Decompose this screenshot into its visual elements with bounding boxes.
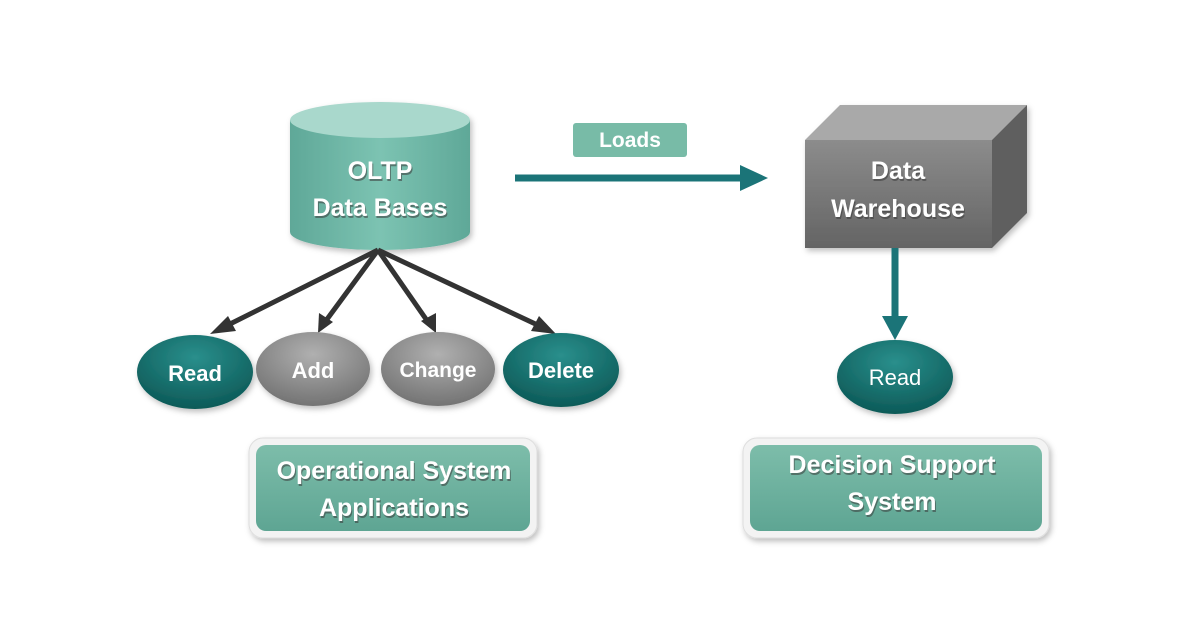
- warehouse-label-line2-shadow: Warehouse: [832, 197, 966, 225]
- decision-support-box: [742, 437, 1050, 539]
- oltp-label-line1-shadow: OLTP: [349, 159, 414, 187]
- oltp-label-line1: OLTP: [348, 157, 413, 185]
- warehouse-label-line1-shadow: Data: [872, 159, 927, 187]
- oltp-label-line2-shadow: Data Bases: [314, 196, 449, 224]
- operation-add-label: Add: [292, 358, 335, 383]
- warehouse-read: [837, 340, 953, 414]
- operation-delete-label: Delete: [528, 358, 594, 383]
- decision-box-line1: Decision Support: [789, 451, 997, 479]
- decision-box-line2-shadow: System: [849, 490, 938, 518]
- decision-box-line2: System: [848, 488, 937, 516]
- operation-add: [256, 332, 370, 406]
- oltp-database-cylinder: [290, 102, 470, 250]
- operational-box-line1-shadow: Operational System: [278, 459, 513, 487]
- operational-box-line1: Operational System: [277, 457, 512, 485]
- loads-label: Loads: [599, 129, 661, 152]
- operational-box-line2: Applications: [319, 494, 469, 522]
- operational-system-box: [248, 437, 538, 539]
- warehouse-label-line1: Data: [871, 157, 926, 185]
- decision-box-line1-shadow: Decision Support: [790, 453, 998, 481]
- operation-change: [381, 332, 495, 406]
- loads-label-box: [573, 123, 687, 157]
- operation-read: [137, 335, 253, 409]
- warehouse-label-line2: Warehouse: [831, 195, 965, 223]
- operation-delete: [503, 333, 619, 407]
- warehouse-to-read-arrow: [882, 248, 908, 340]
- oltp-to-operations-arrows: [210, 247, 556, 334]
- warehouse-read-label: Read: [869, 365, 922, 390]
- data-warehouse-cube: [805, 105, 1027, 248]
- loads-arrow: [515, 165, 768, 191]
- operational-box-line2-shadow: Applications: [320, 496, 470, 524]
- operation-change-label: Change: [399, 359, 476, 382]
- operation-read-label: Read: [168, 361, 222, 386]
- oltp-label-line2: Data Bases: [313, 194, 448, 222]
